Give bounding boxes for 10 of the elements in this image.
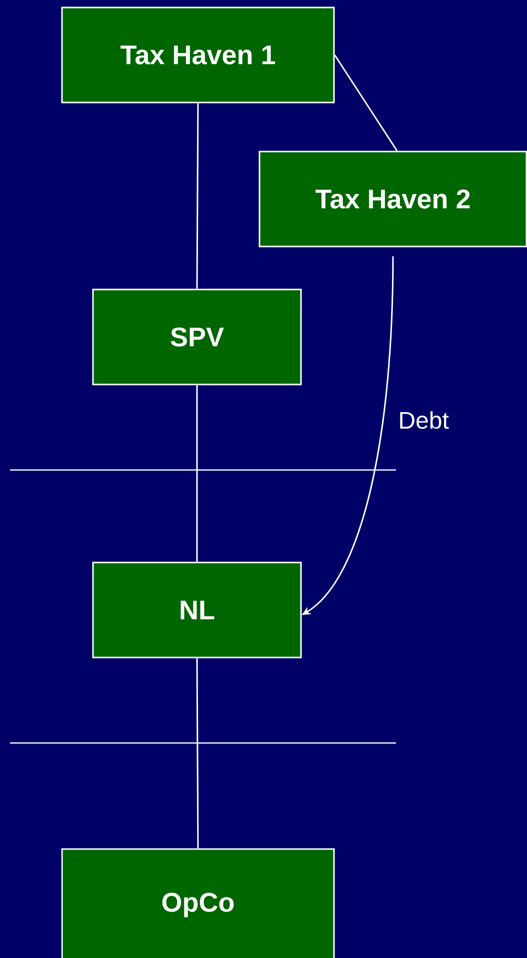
entity-box: Tax Haven 1: [61, 6, 335, 104]
connector-line: [334, 54, 398, 152]
entity-box: SPV: [92, 288, 302, 386]
entity-box: NL: [92, 562, 302, 658]
connector-line: [196, 385, 198, 562]
entity-box: Tax Haven 2: [258, 150, 527, 248]
entity-box: OpCo: [61, 848, 335, 958]
connector-line: [196, 658, 199, 848]
edge-label: Debt: [397, 410, 450, 430]
connector-line: [196, 103, 199, 289]
